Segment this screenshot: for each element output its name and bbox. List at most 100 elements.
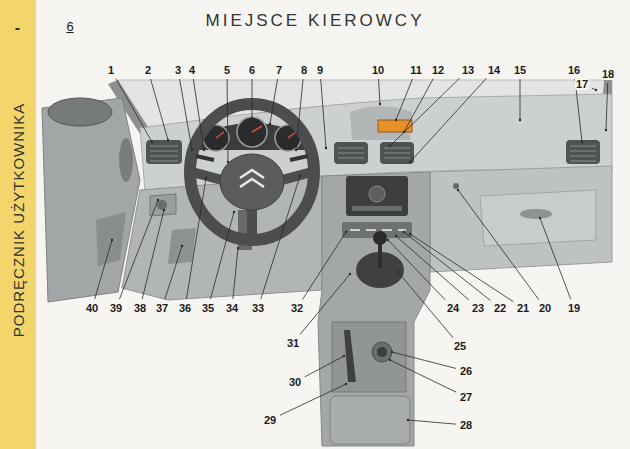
- callout-number: 23: [471, 302, 485, 314]
- leader-line: [540, 218, 571, 299]
- callout-number: 7: [275, 64, 283, 76]
- leader-line: [404, 79, 433, 132]
- leader-line: [270, 79, 278, 124]
- callout-number: 14: [487, 64, 501, 76]
- leader-dot: [457, 189, 459, 191]
- callout-number: 20: [538, 302, 552, 314]
- leader-dot: [407, 419, 409, 421]
- leader-dot: [409, 161, 411, 163]
- leader-line: [390, 78, 460, 146]
- leader-line: [321, 79, 326, 148]
- callout-number: 35: [201, 302, 215, 314]
- leader-dot: [389, 359, 391, 361]
- leader-dot: [397, 271, 399, 273]
- leader-line: [396, 79, 412, 120]
- side-band: -PODRĘCZNIK UŻYTKOWNIKA: [0, 0, 36, 449]
- leader-dot: [295, 149, 297, 151]
- leader-line: [95, 240, 112, 299]
- leader-line: [280, 384, 346, 415]
- leader-line: [404, 232, 491, 300]
- leader-line: [458, 190, 539, 300]
- leader-dot: [269, 123, 271, 125]
- leader-line: [210, 212, 234, 299]
- callout-number: 2: [144, 64, 152, 76]
- callout-number: 33: [251, 302, 265, 314]
- callout-number: 24: [446, 302, 460, 314]
- leader-dot: [395, 235, 397, 237]
- leader-dot: [343, 355, 345, 357]
- callout-number: 36: [178, 302, 192, 314]
- callout-number: 32: [290, 302, 304, 314]
- leader-dot: [349, 273, 351, 275]
- leader-line: [261, 176, 300, 299]
- center-console: [372, 342, 392, 362]
- center-console: [330, 396, 410, 444]
- callout-number: 18: [601, 68, 615, 80]
- page-title: MIEJSCE KIEROWCY: [0, 11, 630, 31]
- leader-dot: [157, 199, 159, 201]
- leader-dot: [167, 139, 169, 141]
- callout-number: 31: [286, 337, 300, 349]
- steering-wheel: [190, 104, 314, 240]
- callout-number: 13: [461, 64, 475, 76]
- center-console: [352, 206, 402, 211]
- leader-dot: [403, 131, 405, 133]
- leader-dot: [237, 247, 239, 249]
- leader-line: [408, 420, 456, 424]
- callout-number: 28: [459, 419, 473, 431]
- center-console: [373, 231, 387, 245]
- leader-line: [606, 83, 608, 130]
- leader-dot: [345, 383, 347, 385]
- leader-dot: [389, 145, 391, 147]
- leader-dot: [205, 177, 207, 179]
- leader-line: [410, 78, 486, 162]
- band-heading: PODRĘCZNIK UŻYTKOWNIKA: [10, 103, 27, 338]
- air-vents: [146, 140, 182, 164]
- callout-number: 29: [263, 414, 277, 426]
- leader-dot: [191, 149, 193, 151]
- door-panel: [96, 212, 126, 266]
- leader-line: [398, 272, 453, 338]
- leader-dot: [595, 89, 597, 91]
- leader-dot: [519, 119, 521, 121]
- callout-number: 15: [513, 64, 527, 76]
- callout-number: 11: [409, 64, 423, 76]
- callout-number: 34: [225, 302, 239, 314]
- leader-dot: [403, 231, 405, 233]
- leader-dot: [203, 149, 205, 151]
- lower-dashboard: [157, 200, 167, 210]
- steering-wheel: [190, 104, 314, 250]
- center-console: [332, 322, 406, 392]
- leader-dot: [539, 217, 541, 219]
- center-console: [369, 186, 385, 202]
- leader-dot: [181, 245, 183, 247]
- leader-line: [300, 274, 350, 335]
- leader-dot: [605, 129, 607, 131]
- leader-line: [180, 79, 192, 150]
- leader-dot: [227, 161, 229, 163]
- leader-line: [520, 79, 521, 120]
- callout-number: 21: [516, 302, 530, 314]
- callout-number: 4: [188, 64, 196, 76]
- center-console: [318, 172, 430, 446]
- leader-line: [165, 246, 182, 299]
- leader-dot: [233, 211, 235, 213]
- callout-number: 16: [567, 64, 581, 76]
- leader-line: [151, 79, 168, 140]
- air-vents: [570, 146, 596, 161]
- center-console: [346, 176, 408, 216]
- steering-wheel: [240, 170, 264, 187]
- lower-dashboard: [480, 190, 596, 246]
- callout-number: 40: [85, 302, 99, 314]
- callout-number: 37: [155, 302, 169, 314]
- callout-number: 3: [174, 64, 182, 76]
- air-vents: [384, 148, 410, 158]
- leader-line: [227, 79, 229, 162]
- leader-line: [252, 79, 253, 118]
- leader-line: [396, 236, 469, 300]
- leader-dot: [379, 103, 381, 105]
- steering-wheel: [196, 156, 308, 160]
- air-vents: [566, 140, 600, 164]
- leader-line: [388, 240, 445, 300]
- leader-dot: [251, 117, 253, 119]
